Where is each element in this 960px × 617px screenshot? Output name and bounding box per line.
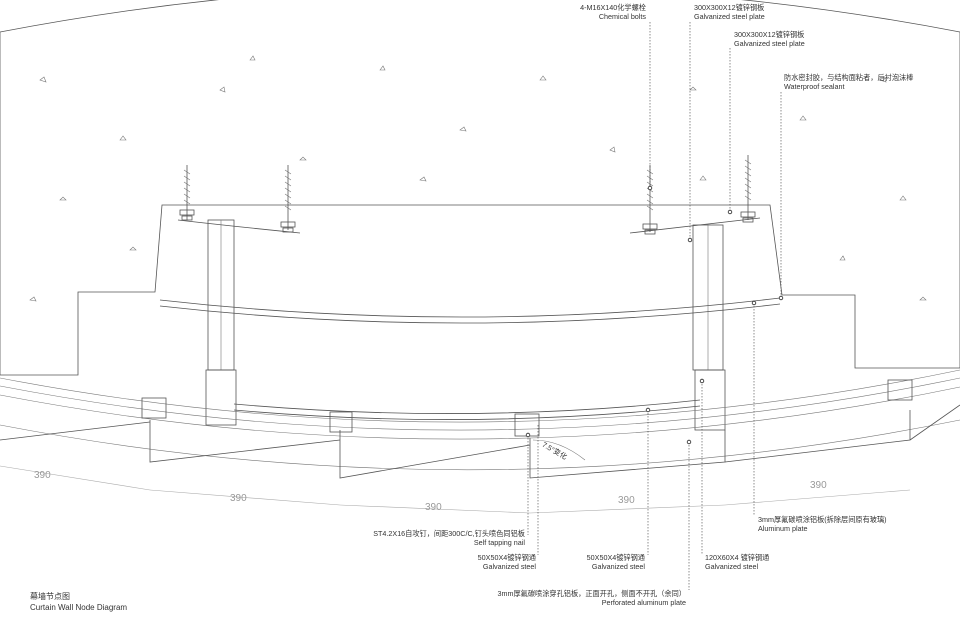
chemical-bolts-label-en: Chemical bolts [599,12,647,21]
steel-plate-1-label-en: Galvanized steel plate [694,12,765,21]
bolt-2 [280,165,296,233]
leader-lines [525,22,784,590]
galvanized-steel-3-label-cn: 120X60X4 镀锌钢通 [705,553,769,562]
galvanized-steel-2-label-cn: 50X50X4镀锌钢通 [587,553,645,562]
steel-plate-1-label-cn: 300X300X12镀锌钢板 [694,3,764,12]
outer-bands [0,369,960,471]
dimension-label-3: 390 [425,502,442,513]
sealant-label-cn: 防水密封胶，与结构面粘者，后衬泡沫棒 [784,73,913,82]
steel-plate-2-label-en: Galvanized steel plate [734,39,805,48]
perforated-plate-label-cn: 3mm厚氟碳喷涂穿孔铝板，正面开孔，侧面不开孔（余同） [498,589,686,598]
nail-label-cn: ST4.2X16自攻钉，间距300C/C,钉头喷色同铝板 [373,529,525,538]
dimension-label-2: 390 [230,493,247,504]
title-en: Curtain Wall Node Diagram [30,603,127,612]
perforated-aluminum-plates [0,404,960,479]
aggregate-marks [29,55,927,302]
angle-marker: 7.5°变化 [532,439,586,461]
concrete-structure [0,0,960,376]
annotations: 4-M16X140化学螺栓 Chemical bolts 300X300X12镀… [373,3,913,607]
aluminum-plate-label-cn: 3mm厚氟碳喷涂铝板(拆除层间原有玻璃) [758,515,887,524]
nail-label-en: Self tapping nail [474,538,526,547]
galvanized-steel-2-label-en: Galvanized steel [592,562,646,571]
bolt-4 [740,155,756,223]
dimension-label-4: 390 [618,495,635,506]
dimension-label-1: 390 [34,470,51,481]
aluminum-plate-label-en: Aluminum plate [758,524,808,533]
galvanized-steel-1-label-cn: 50X50X4镀锌钢通 [478,553,536,562]
steel-frame [159,219,781,431]
steel-tubes [141,379,913,437]
dimension-lines: 390 390 390 390 390 [0,465,911,514]
galvanized-steel-1-label-en: Galvanized steel [483,562,537,571]
dimension-label-5: 390 [810,480,827,491]
steel-plate-2-label-cn: 300X300X12镀锌钢板 [734,30,804,39]
galvanized-steel-plates [177,217,761,234]
galvanized-steel-3-label-en: Galvanized steel [705,562,759,571]
title-block: 幕墙节点图 Curtain Wall Node Diagram [30,591,127,612]
chemical-bolts-label-cn: 4-M16X140化学螺栓 [580,3,646,12]
chemical-bolts [179,155,756,235]
perforated-plate-label-en: Perforated aluminum plate [602,598,686,607]
title-cn: 幕墙节点图 [30,591,70,601]
bolt-1 [179,165,195,221]
sealant-label-en: Waterproof sealant [784,82,844,91]
